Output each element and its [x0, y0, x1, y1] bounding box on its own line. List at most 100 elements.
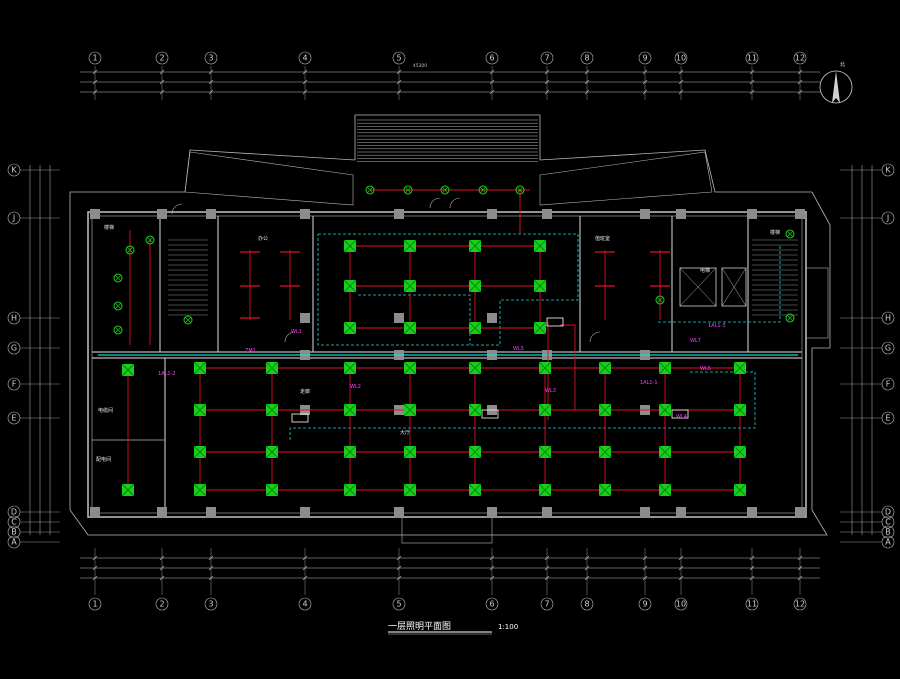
wall-lamp-icon: [365, 185, 375, 195]
circuit-label: WL6: [700, 366, 711, 372]
south-entrance: [401, 516, 493, 544]
ramp-left: [184, 151, 354, 206]
light-fixture-icon: [343, 239, 357, 253]
structural-column: [676, 507, 686, 517]
light-fixture-icon: [733, 403, 747, 417]
light-fixture-icon: [538, 483, 552, 497]
grid-number: G: [11, 344, 17, 353]
grid-number: F: [12, 380, 17, 389]
distribution-box-icon: [546, 317, 564, 327]
light-fixture-icon: [538, 361, 552, 375]
grid-number: J: [12, 214, 15, 223]
wall-lamp-icon: [403, 185, 413, 195]
grid-number: E: [11, 414, 16, 423]
grid-number: K: [885, 166, 891, 175]
grid-bubble: [204, 597, 218, 611]
grid-number: 10: [676, 54, 686, 63]
structural-column: [90, 507, 100, 517]
grid-number: 2: [159, 54, 164, 63]
structural-column: [206, 209, 216, 219]
distribution-box-icon: [291, 413, 309, 423]
emergency-circuit: [658, 245, 781, 323]
ramp-right: [539, 151, 713, 206]
wall-lamp-icon: [113, 325, 123, 335]
elevator-shaft: [679, 267, 717, 307]
door-swing-icon: [171, 203, 183, 215]
grid-number: 8: [584, 54, 589, 63]
grid-number: B: [885, 528, 891, 537]
door-swing-icon: [589, 331, 601, 343]
grid-number: D: [11, 508, 17, 517]
grid-number: D: [885, 508, 891, 517]
room-label-office-right: 值班室: [595, 235, 610, 242]
room-label-stair-left: 楼梯: [104, 224, 114, 231]
wall-lamp-icon: [113, 301, 123, 311]
structural-column: [157, 209, 167, 219]
wall-lamp-icon: [113, 273, 123, 283]
light-fixture-icon: [265, 361, 279, 375]
structural-column: [640, 209, 650, 219]
light-fixture-icon: [403, 403, 417, 417]
light-fixture-icon: [468, 483, 482, 497]
emergency-circuit: [289, 371, 756, 440]
grid-bubble: [392, 597, 406, 611]
structural-column: [640, 507, 650, 517]
wall-lamp-icon: [515, 185, 525, 195]
door-swing-icon: [429, 197, 441, 209]
light-fixture-icon: [468, 239, 482, 253]
light-fixture-icon: [598, 445, 612, 459]
light-fixture-icon: [343, 403, 357, 417]
structural-column: [795, 507, 805, 517]
emergency-circuit: [358, 294, 471, 345]
lighting-circuit: [560, 324, 576, 410]
grid-number: 4: [302, 54, 307, 63]
lighting-circuits: [127, 189, 741, 491]
grid-bubble: [298, 597, 312, 611]
room-label-stair-right: 楼梯: [770, 229, 780, 236]
elevator-shaft: [721, 267, 747, 307]
room-label-hall: 大厅: [400, 429, 410, 436]
grid-bubble: [298, 51, 312, 65]
light-fixture-icon: [193, 483, 207, 497]
grid-number: 1: [92, 600, 97, 609]
light-fixture-icon: [538, 445, 552, 459]
structural-column: [747, 209, 757, 219]
light-fixture-icon: [265, 445, 279, 459]
light-fixture-icon: [403, 483, 417, 497]
light-fixture-icon: [403, 445, 417, 459]
structural-column: [300, 313, 310, 323]
overall-dimension: 45300: [413, 63, 427, 69]
wall-lamp-icon: [785, 229, 795, 239]
light-fixture-icon: [193, 361, 207, 375]
grid-bubble: [745, 597, 759, 611]
light-fixture-icon: [403, 321, 417, 335]
light-fixture-icon: [598, 403, 612, 417]
structural-column: [487, 209, 497, 219]
circuit-label: 1AL1-1: [640, 380, 658, 386]
circuit-label: WL1: [291, 329, 302, 335]
drawing-scale: 1:100: [498, 623, 518, 631]
structural-column: [300, 209, 310, 219]
light-fixture-icon: [343, 321, 357, 335]
structural-column: [300, 507, 310, 517]
grid-bubble: [580, 597, 594, 611]
light-fixture-icon: [468, 403, 482, 417]
grid-bubble: [485, 597, 499, 611]
grid-number: 1: [92, 54, 97, 63]
north-arrow-icon: 北: [819, 61, 853, 104]
light-fixture-icon: [193, 403, 207, 417]
light-fixture-icon: [533, 279, 547, 293]
grid-bubble: [485, 51, 499, 65]
grid-number: 7: [544, 54, 549, 63]
structural-column: [394, 507, 404, 517]
grid-bubble: [392, 51, 406, 65]
exterior-wall-inner: [91, 215, 803, 514]
grid-number: 11: [747, 54, 757, 63]
light-fixture-icon: [343, 445, 357, 459]
light-fixture-icon: [121, 363, 135, 377]
room-label-equipment: 配电间: [96, 456, 111, 463]
light-fixture-icon: [658, 445, 672, 459]
grid-bubble: [88, 51, 102, 65]
